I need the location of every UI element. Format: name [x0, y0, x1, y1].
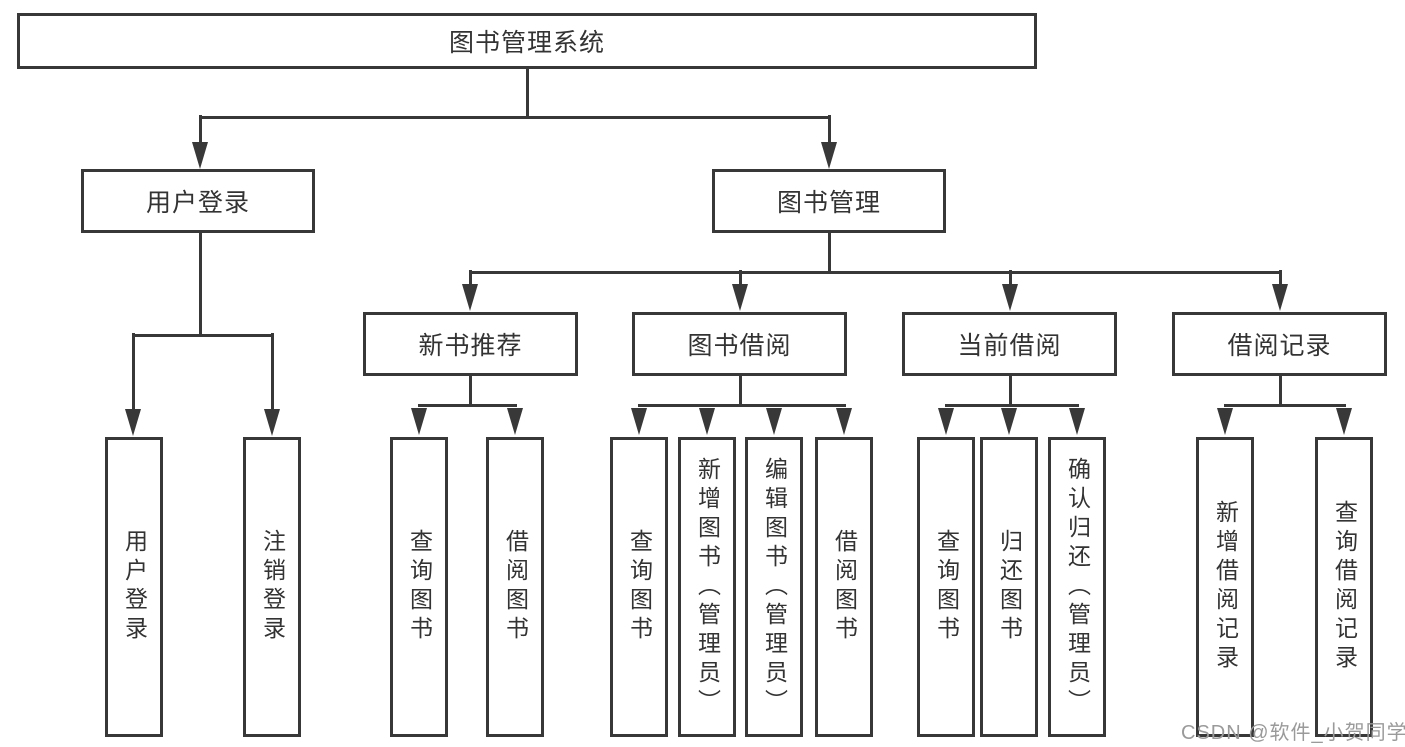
connector-line	[944, 403, 1079, 407]
node-borrowing-records: 借阅记录	[1172, 312, 1387, 376]
arrow-down-icon	[507, 408, 523, 435]
connector-line	[198, 233, 202, 335]
arrow-down-icon	[766, 408, 782, 435]
connector-line	[827, 233, 831, 273]
connector-line	[198, 115, 202, 145]
leaf-query-books-recommend: 查询图书	[390, 437, 448, 737]
leaf-confirm-return-admin-label: 确认归还（管理员）	[1064, 456, 1091, 718]
connector-line	[1223, 403, 1346, 407]
leaf-add-borrow-record: 新增借阅记录	[1196, 437, 1254, 737]
node-current-borrowing: 当前借阅	[902, 312, 1117, 376]
leaf-borrow-books-recommend: 借阅图书	[486, 437, 544, 737]
leaf-query-borrow-record-label: 查询借阅记录	[1331, 500, 1358, 674]
watermark: CSDN @软件_小贺同学	[1181, 722, 1405, 744]
leaf-return-books-label: 归还图书	[996, 529, 1023, 645]
leaf-borrow-books: 借阅图书	[815, 437, 873, 737]
connector-line	[198, 115, 831, 119]
connector-line	[131, 333, 135, 413]
node-new-book-recommendation: 新书推荐	[363, 312, 578, 376]
arrow-down-icon	[125, 409, 141, 436]
leaf-query-books-recommend-label: 查询图书	[406, 529, 433, 645]
connector-line	[525, 68, 529, 118]
leaf-edit-books-admin: 编辑图书（管理员）	[745, 437, 803, 737]
leaf-add-books-admin: 新增图书（管理员）	[678, 437, 736, 737]
arrow-down-icon	[1272, 284, 1288, 311]
leaf-return-books: 归还图书	[980, 437, 1038, 737]
leaf-edit-books-admin-label: 编辑图书（管理员）	[761, 456, 788, 718]
leaf-add-books-admin-label: 新增图书（管理员）	[694, 456, 721, 718]
arrow-down-icon	[1002, 284, 1018, 311]
leaf-query-books-borrowing-label: 查询图书	[626, 529, 653, 645]
leaf-logout: 注销登录	[243, 437, 301, 737]
node-user-login: 用户登录	[81, 169, 315, 233]
arrow-down-icon	[938, 408, 954, 435]
connector-line	[131, 333, 274, 337]
arrow-down-icon	[411, 408, 427, 435]
leaf-query-books-current-label: 查询图书	[933, 529, 960, 645]
leaf-confirm-return-admin: 确认归还（管理员）	[1048, 437, 1106, 737]
connector-line	[1008, 376, 1012, 406]
arrow-down-icon	[631, 408, 647, 435]
connector-line	[468, 270, 1282, 274]
connector-line	[738, 376, 742, 406]
connector-line	[417, 403, 517, 407]
leaf-borrow-books-recommend-label: 借阅图书	[502, 529, 529, 645]
arrow-down-icon	[264, 409, 280, 436]
leaf-logout-label: 注销登录	[259, 529, 286, 645]
connector-line	[468, 376, 472, 406]
leaf-user-login-label: 用户登录	[121, 529, 148, 645]
arrow-down-icon	[1217, 408, 1233, 435]
arrow-down-icon	[699, 408, 715, 435]
connector-line	[270, 333, 274, 413]
connector-line	[738, 270, 742, 288]
node-book-borrowing: 图书借阅	[632, 312, 847, 376]
node-book-management: 图书管理	[712, 169, 946, 233]
leaf-user-login: 用户登录	[105, 437, 163, 737]
connector-line	[1278, 376, 1282, 406]
arrow-down-icon	[732, 284, 748, 311]
connector-line	[827, 115, 831, 145]
arrow-down-icon	[1001, 408, 1017, 435]
leaf-query-books-current: 查询图书	[917, 437, 975, 737]
arrow-down-icon	[1336, 408, 1352, 435]
node-library-management-system: 图书管理系统	[17, 13, 1037, 69]
leaf-query-borrow-record: 查询借阅记录	[1315, 437, 1373, 737]
arrow-down-icon	[821, 142, 837, 169]
arrow-down-icon	[192, 142, 208, 169]
arrow-down-icon	[462, 284, 478, 311]
arrow-down-icon	[836, 408, 852, 435]
leaf-add-borrow-record-label: 新增借阅记录	[1212, 500, 1239, 674]
leaf-borrow-books-label: 借阅图书	[831, 529, 858, 645]
arrow-down-icon	[1069, 408, 1085, 435]
connector-line	[468, 270, 472, 288]
connector-line	[1008, 270, 1012, 288]
leaf-query-books-borrowing: 查询图书	[610, 437, 668, 737]
connector-line	[1278, 270, 1282, 288]
connector-line	[637, 403, 846, 407]
